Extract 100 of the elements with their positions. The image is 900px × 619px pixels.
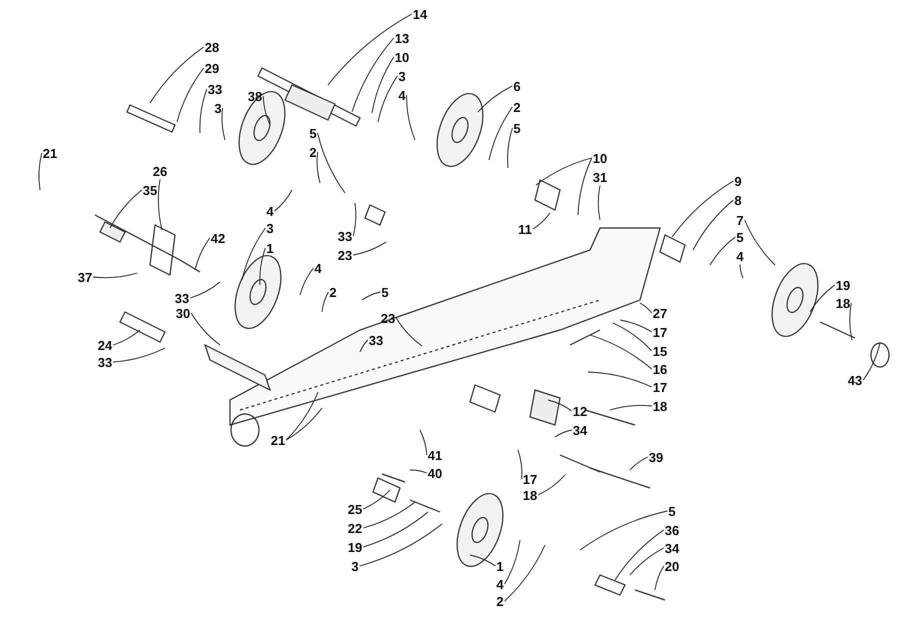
leader-line xyxy=(672,180,734,238)
callout-number: 24 xyxy=(98,338,112,352)
leader-line xyxy=(612,322,652,352)
leader-line xyxy=(199,88,208,134)
leader-line xyxy=(420,430,428,456)
leader-line xyxy=(194,238,210,270)
callout-number: 5 xyxy=(309,126,317,140)
callout-number: 4 xyxy=(266,204,274,218)
callout-number: 18 xyxy=(836,296,850,310)
callout-number: 42 xyxy=(210,230,226,246)
callout-number: 18 xyxy=(652,398,668,414)
callout-number: 31 xyxy=(592,170,608,184)
callout-number: 2 xyxy=(496,594,504,608)
leader-line xyxy=(580,510,668,550)
leader-line xyxy=(286,392,318,440)
leader-line xyxy=(328,14,412,86)
callout-number: 33 xyxy=(98,354,112,370)
leader-line xyxy=(488,106,513,160)
callout-number: 2 xyxy=(329,284,337,300)
callout-number: 34 xyxy=(664,540,680,556)
leader-line xyxy=(259,248,266,286)
callout-number: 6 xyxy=(513,78,521,94)
callout-number: 30 xyxy=(176,306,190,320)
callout-number: 2 xyxy=(309,144,317,160)
callout-number: 4 xyxy=(496,576,504,592)
callout-number: 1 xyxy=(496,558,504,574)
callout-number: 5 xyxy=(668,504,676,518)
callout-number: 33 xyxy=(174,290,190,306)
leader-line xyxy=(274,190,292,212)
callout-number: 2 xyxy=(513,100,521,114)
callout-number: 17 xyxy=(522,472,538,486)
leader-line xyxy=(352,242,386,256)
leader-line xyxy=(190,312,220,346)
callout-number: 15 xyxy=(652,344,668,358)
leader-line xyxy=(554,430,572,438)
callout-number: 19 xyxy=(836,278,850,292)
callout-number: 3 xyxy=(351,558,359,574)
callout-number: 10 xyxy=(592,150,608,166)
leader-line xyxy=(654,566,664,590)
callout-number: 13 xyxy=(394,30,410,46)
leader-line xyxy=(176,68,204,122)
leader-line xyxy=(710,236,736,266)
callout-number: 19 xyxy=(348,540,362,554)
callout-number: 36 xyxy=(664,522,680,538)
leader-line xyxy=(406,94,416,140)
callout-number: 41 xyxy=(428,448,442,462)
leader-line xyxy=(396,318,422,346)
leader-line xyxy=(359,524,442,566)
leader-line xyxy=(862,342,880,380)
callout-number: 14 xyxy=(412,6,428,22)
leader-line xyxy=(300,268,314,296)
callout-number: 37 xyxy=(78,270,92,284)
leader-line xyxy=(610,404,652,410)
leader-line xyxy=(849,302,852,340)
leader-line xyxy=(518,450,522,480)
callout-number: 26 xyxy=(152,164,168,178)
callout-number: 25 xyxy=(348,502,362,516)
callout-number: 5 xyxy=(513,120,521,136)
callout-number: 17 xyxy=(652,380,668,394)
leader-line xyxy=(110,190,142,228)
callout-number: 4 xyxy=(314,260,322,276)
callout-number: 39 xyxy=(648,450,664,464)
leader-line xyxy=(410,470,428,474)
callout-number: 20 xyxy=(664,558,680,574)
callout-number: 21 xyxy=(270,432,286,448)
leader-line xyxy=(692,200,734,250)
callout-number: 33 xyxy=(338,228,352,244)
leader-line xyxy=(478,86,513,112)
leader-line xyxy=(360,340,368,352)
callout-number: 4 xyxy=(398,88,406,102)
callout-number: 29 xyxy=(204,60,220,76)
leader-line xyxy=(598,185,600,220)
leader-line xyxy=(378,76,398,122)
leader-line xyxy=(316,152,320,184)
callout-number: 5 xyxy=(736,230,744,244)
callout-number: 17 xyxy=(652,324,668,340)
callout-number: 28 xyxy=(204,40,220,54)
callout-number: 33 xyxy=(368,332,384,348)
callout-number: 10 xyxy=(394,50,410,64)
leader-line xyxy=(744,220,776,266)
leader-line xyxy=(150,46,204,104)
leader-line xyxy=(470,554,496,566)
leader-line xyxy=(112,348,166,362)
leader-line xyxy=(588,372,652,388)
leader-line xyxy=(362,490,390,510)
leader-line xyxy=(242,228,266,280)
callout-number: 3 xyxy=(398,68,406,84)
callout-number: 43 xyxy=(848,372,862,388)
callout-number: 21 xyxy=(42,146,58,160)
leader-line xyxy=(158,179,162,230)
callout-number: 34 xyxy=(572,422,588,438)
leader-line xyxy=(630,548,664,576)
callout-number: 7 xyxy=(736,212,744,228)
leader-line xyxy=(504,540,520,584)
callout-number: 35 xyxy=(142,182,158,198)
callout-number: 18 xyxy=(522,488,538,502)
leader-line xyxy=(262,96,270,126)
leader-line xyxy=(810,284,836,312)
leader-line xyxy=(532,212,550,230)
callout-number: 23 xyxy=(338,248,352,262)
